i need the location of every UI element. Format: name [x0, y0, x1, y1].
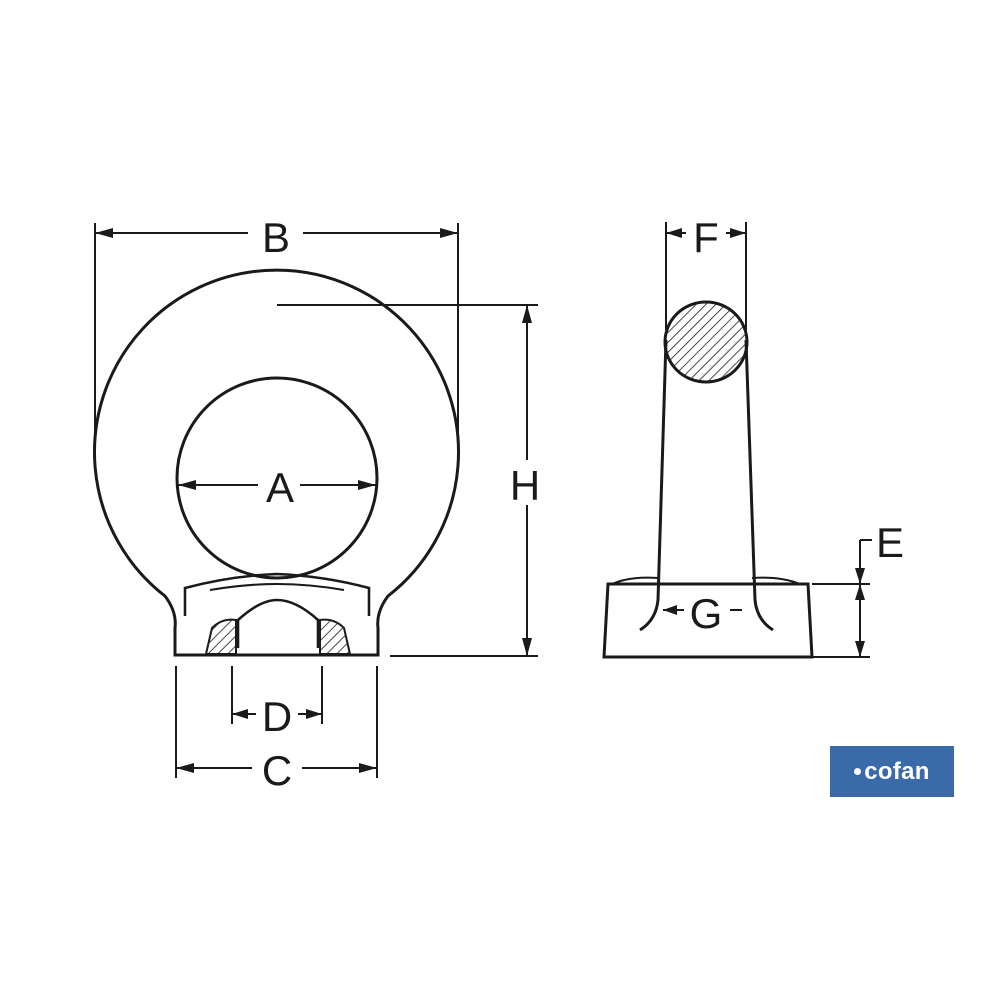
label-a: A: [266, 464, 294, 511]
collar: [183, 572, 371, 616]
dimension-a: A: [178, 464, 376, 511]
dimension-f: F: [665, 214, 747, 330]
cofan-logo: cofan: [830, 746, 954, 797]
label-g: G: [690, 590, 723, 637]
dimension-h: H: [277, 304, 540, 657]
label-e: E: [876, 519, 904, 566]
label-f: F: [693, 214, 719, 261]
label-h: H: [510, 462, 540, 509]
label-d: D: [262, 693, 292, 740]
ring-cross-section: [663, 300, 749, 384]
label-c: C: [262, 747, 292, 794]
ring-hole: [175, 376, 379, 580]
collar-inner-line: [209, 582, 345, 591]
label-b: B: [262, 214, 290, 261]
flange: [602, 582, 814, 659]
logo-text: cofan: [864, 757, 930, 785]
ring-outline: [93, 268, 460, 657]
logo-dot-icon: [854, 768, 862, 775]
dimension-d: D: [231, 666, 323, 740]
front-view: [93, 268, 460, 657]
dimension-g: G: [663, 590, 742, 637]
dimension-b: B: [94, 214, 459, 445]
dimension-c: C: [175, 666, 378, 794]
dimension-e: E: [812, 519, 904, 658]
shank: [639, 339, 668, 632]
thread-section-right: [319, 618, 352, 655]
thread-cavity: [236, 598, 320, 648]
thread-section-left: [204, 618, 237, 655]
side-view: [602, 300, 814, 659]
